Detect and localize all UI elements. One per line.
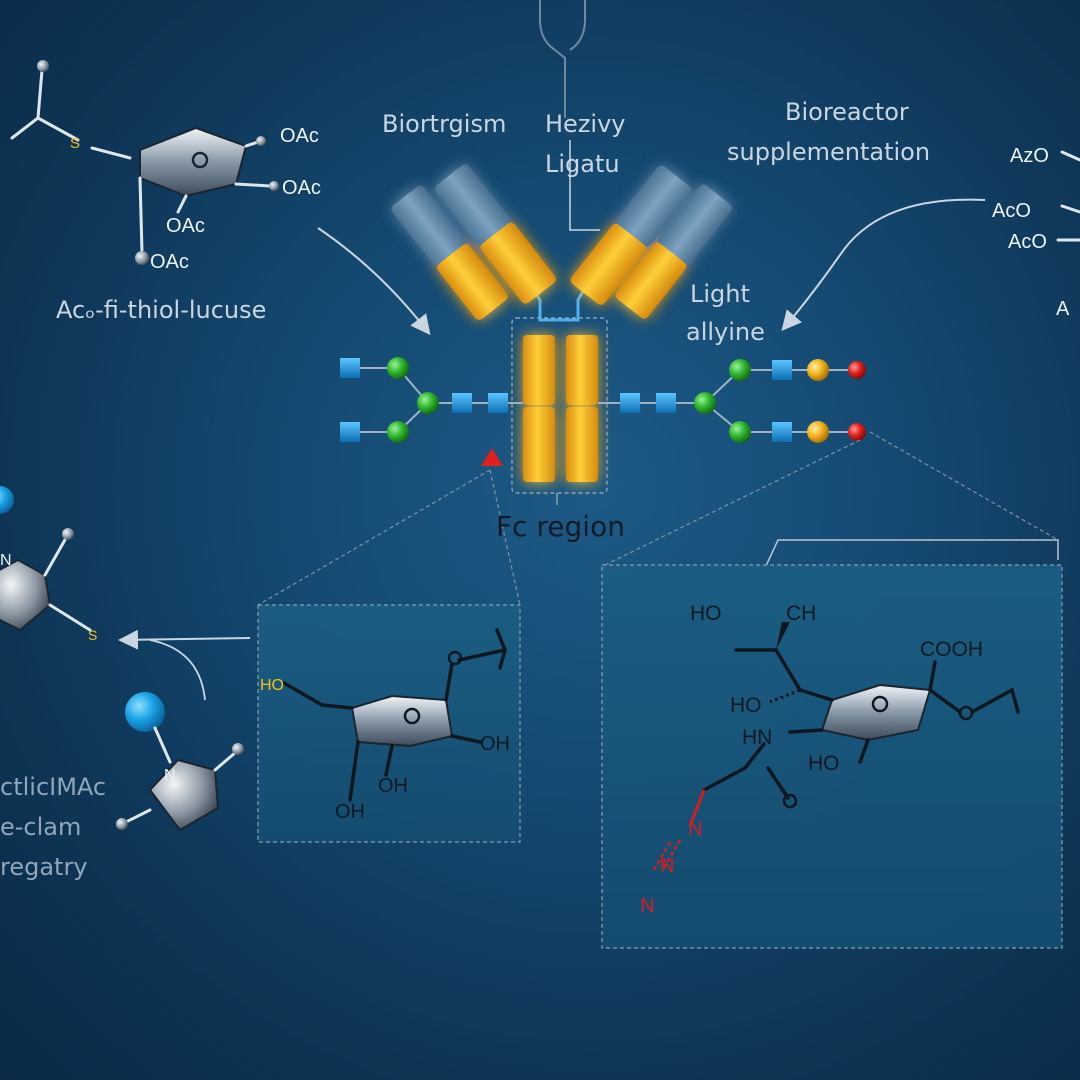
- label-left-bottom-1: ctlicIMAc: [0, 773, 106, 801]
- mannose-circle: [417, 392, 439, 414]
- mannose-circle: [729, 421, 751, 443]
- label-left-bottom-3: regatry: [0, 853, 88, 881]
- curved-arrow-tail: [149, 639, 206, 701]
- peracetyl-thiol-sugar: S OAc OAc OAc OAc: [10, 60, 321, 273]
- label-biortrgism: Biortrgism: [382, 110, 506, 138]
- left-heavy-chain: [435, 164, 556, 304]
- glcnac-square: [772, 360, 792, 380]
- sialic-acid-circle: [848, 423, 866, 441]
- label-hezivy: Hezivy: [545, 110, 625, 138]
- mannose-circle: [694, 392, 716, 414]
- hydroxyl-label: OH: [335, 801, 365, 823]
- mannose-circle: [729, 359, 751, 381]
- azide-n-label: N: [660, 855, 674, 877]
- hydroxyl-label: OH: [378, 775, 408, 797]
- nitrogen-label: N: [164, 767, 176, 784]
- sialic-acid-circle: [848, 361, 866, 379]
- hydroxyl-label: OH: [480, 733, 510, 755]
- glcnac-square: [620, 393, 640, 413]
- zoom-connectors: [257, 431, 1059, 606]
- curved-arrow-icon: [317, 227, 431, 336]
- ring-oxygen: [871, 695, 889, 713]
- fc-column-left-top: [523, 335, 555, 405]
- glcnac-square: [488, 393, 508, 413]
- maleimide-thiol-adduct: N S: [0, 486, 97, 643]
- thiol-label: HO: [260, 677, 284, 694]
- glycan-left: [340, 357, 523, 466]
- acetoxy-label: AcO: [992, 200, 1031, 222]
- maleimide-reagent: N: [116, 692, 244, 832]
- curved-arrow-icon: [781, 198, 986, 332]
- fc-column-right-bottom: [566, 407, 598, 482]
- azido-acetyl-label: AzO: [1010, 145, 1049, 167]
- glcnac-square: [452, 393, 472, 413]
- glcnac-square: [340, 358, 360, 378]
- label-ligatu: Ligatu: [545, 150, 620, 178]
- straight-arrow-icon: [118, 629, 251, 650]
- glcnac-square: [656, 393, 676, 413]
- right-edge-acetyl-sugar: AzO AcO AcO A: [992, 145, 1080, 320]
- acetoxy-label: OAc: [166, 215, 205, 237]
- mannose-circle: [387, 421, 409, 443]
- azide-n-label: N: [640, 895, 654, 917]
- glcnac-square: [340, 422, 360, 442]
- mannose-circle: [387, 357, 409, 379]
- glcnac-square: [772, 422, 792, 442]
- carboxyl-label: COOH: [920, 638, 983, 661]
- acetoxy-label: AcO: [1008, 231, 1047, 253]
- fc-column-right-top: [566, 335, 598, 405]
- azide-n-label: N: [688, 818, 702, 840]
- top-connector: [539, 0, 586, 118]
- right-heavy-chain: [570, 165, 692, 305]
- zoom-box-azido-sialic-acid: HO CH COOH HO HN HO N N N: [601, 539, 1063, 949]
- acetoxy-label: OAc: [150, 251, 189, 273]
- red-triangle-marker-icon: [481, 448, 503, 466]
- right-light-chain: [615, 184, 732, 319]
- sulfur-label: S: [70, 135, 80, 152]
- galactose-circle: [807, 421, 829, 443]
- amide-nh-label: HN: [742, 726, 772, 749]
- label-bioreactor: Bioreactor: [785, 98, 909, 126]
- arrows: [118, 140, 986, 701]
- galactose-circle: [807, 359, 829, 381]
- antibody: [391, 164, 732, 505]
- methine-label: CH: [786, 602, 816, 625]
- hydroxyl-label: HO: [808, 752, 840, 775]
- label-left-bottom-2: e-clam: [0, 813, 81, 841]
- left-light-chain: [391, 185, 508, 320]
- acetoxy-label: OAc: [280, 125, 319, 147]
- acetoxy-label: OAc: [282, 177, 321, 199]
- nitrogen-label: N: [0, 552, 12, 569]
- fc-column-left-bottom: [523, 407, 555, 482]
- label-allyine: allyine: [686, 318, 765, 346]
- truncated-label: A: [1056, 298, 1070, 320]
- label-light: Light: [690, 280, 750, 308]
- label-supplementation: supplementation: [727, 138, 930, 166]
- sulfur-label: S: [88, 627, 97, 643]
- label-thiol-sugar: Acₒ-fi-thiol-lucuse: [56, 296, 266, 324]
- labels: Biortrgism Hezivy Ligatu Bioreactor supp…: [0, 98, 930, 881]
- label-fc-region: Fc region: [496, 510, 625, 543]
- zoom-box-thiol-sugar: HO OH OH OH: [257, 604, 521, 843]
- glycan-right: [598, 359, 866, 443]
- ring-oxygen: [403, 707, 421, 725]
- hydroxyl-label: HO: [690, 602, 722, 625]
- leader-line: [569, 140, 600, 231]
- hydroxyl-label: HO: [730, 694, 762, 717]
